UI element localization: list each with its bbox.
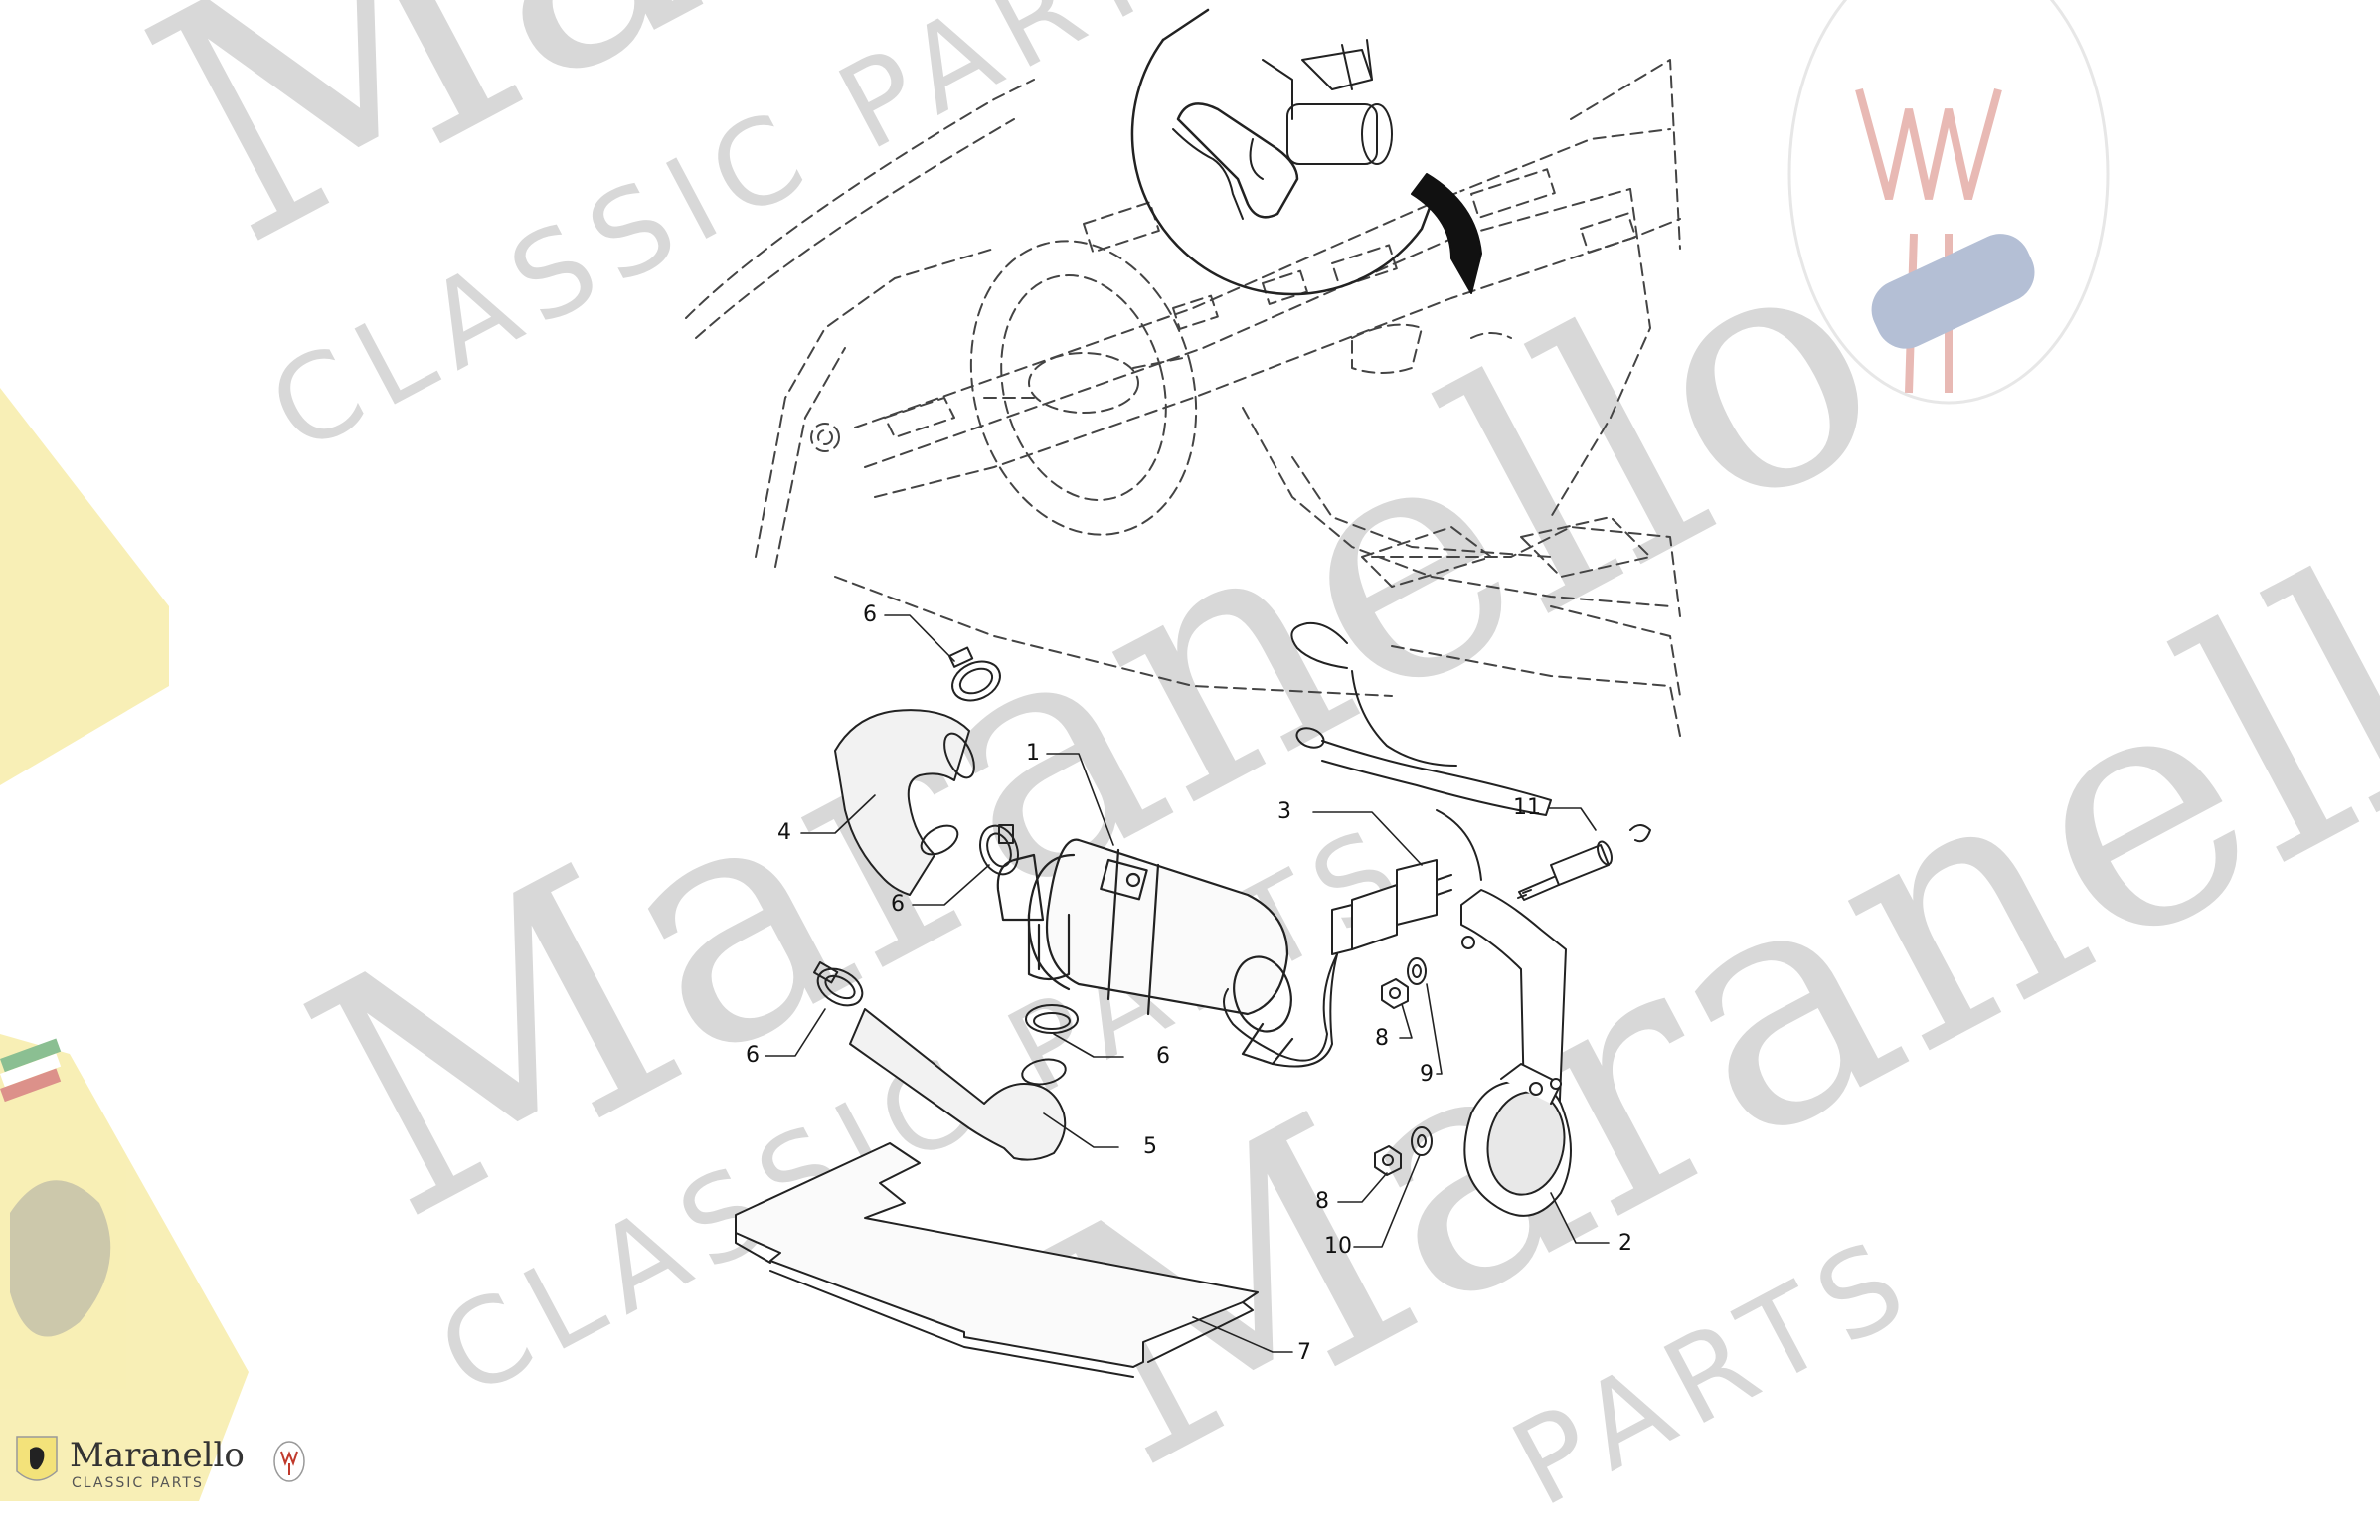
callout-3: 3: [1277, 799, 1291, 824]
background-badges: [0, 0, 2110, 1501]
logo-brand-text: Maranello: [70, 1436, 245, 1475]
clamp-mid: [979, 824, 1019, 876]
callout-1: 1: [1026, 741, 1040, 766]
bracket: [1460, 889, 1572, 1217]
bolt: [1517, 824, 1651, 901]
logo-tagline-text: CLASSIC PARTS: [72, 1475, 204, 1491]
callout-8-lower: 8: [1315, 1189, 1329, 1214]
ferrari-shield-top: [0, 388, 169, 785]
italian-flag-white: [0, 1053, 62, 1088]
callout-6-top: 6: [863, 602, 877, 627]
hose-upper: [834, 709, 975, 896]
trident-icon: [1855, 87, 2002, 201]
callout-9: 9: [1420, 1062, 1434, 1087]
callout-5: 5: [1143, 1134, 1157, 1159]
italian-flag-red: [0, 1068, 62, 1103]
callout-11: 11: [1513, 795, 1541, 820]
leader-lines: [765, 614, 1610, 1353]
nut-washer-upper: [1381, 957, 1427, 1009]
parts-diagram: [685, 8, 1681, 1378]
callout-8-upper: 8: [1375, 1026, 1389, 1051]
maserati-logo: [1787, 0, 2110, 405]
clamp-lower-left: [812, 960, 864, 1007]
wiring-harness: [1223, 621, 1552, 1068]
curved-arrow-icon: [1411, 173, 1482, 294]
detail-inset: [1130, 8, 1482, 296]
callout-10: 10: [1324, 1234, 1352, 1259]
callout-6-right: 6: [1156, 1044, 1170, 1069]
prancing-horse-icon: [10, 1180, 111, 1337]
callout-4: 4: [777, 820, 791, 845]
nut-washer-lower: [1374, 1126, 1433, 1176]
pump-body: [996, 838, 1294, 1066]
ferrari-shield-icon: [16, 1436, 58, 1481]
hose-lower: [849, 1008, 1067, 1161]
callout-2: 2: [1618, 1231, 1632, 1256]
insulation-pad: [735, 1142, 1259, 1378]
italian-flag-green: [0, 1038, 62, 1073]
clamp-lower-right: [1025, 1004, 1079, 1034]
callout-7: 7: [1297, 1340, 1311, 1365]
ferrari-shield-bottom: [0, 1034, 249, 1501]
maserati-trident-icon: [273, 1441, 305, 1482]
clamp-top: [948, 646, 1001, 702]
brand-logo: Maranello CLASSIC PARTS: [12, 1432, 310, 1495]
dashboard-outline: [685, 59, 1681, 737]
callout-6-lower: 6: [746, 1043, 760, 1068]
callout-6-mid: 6: [891, 892, 905, 917]
